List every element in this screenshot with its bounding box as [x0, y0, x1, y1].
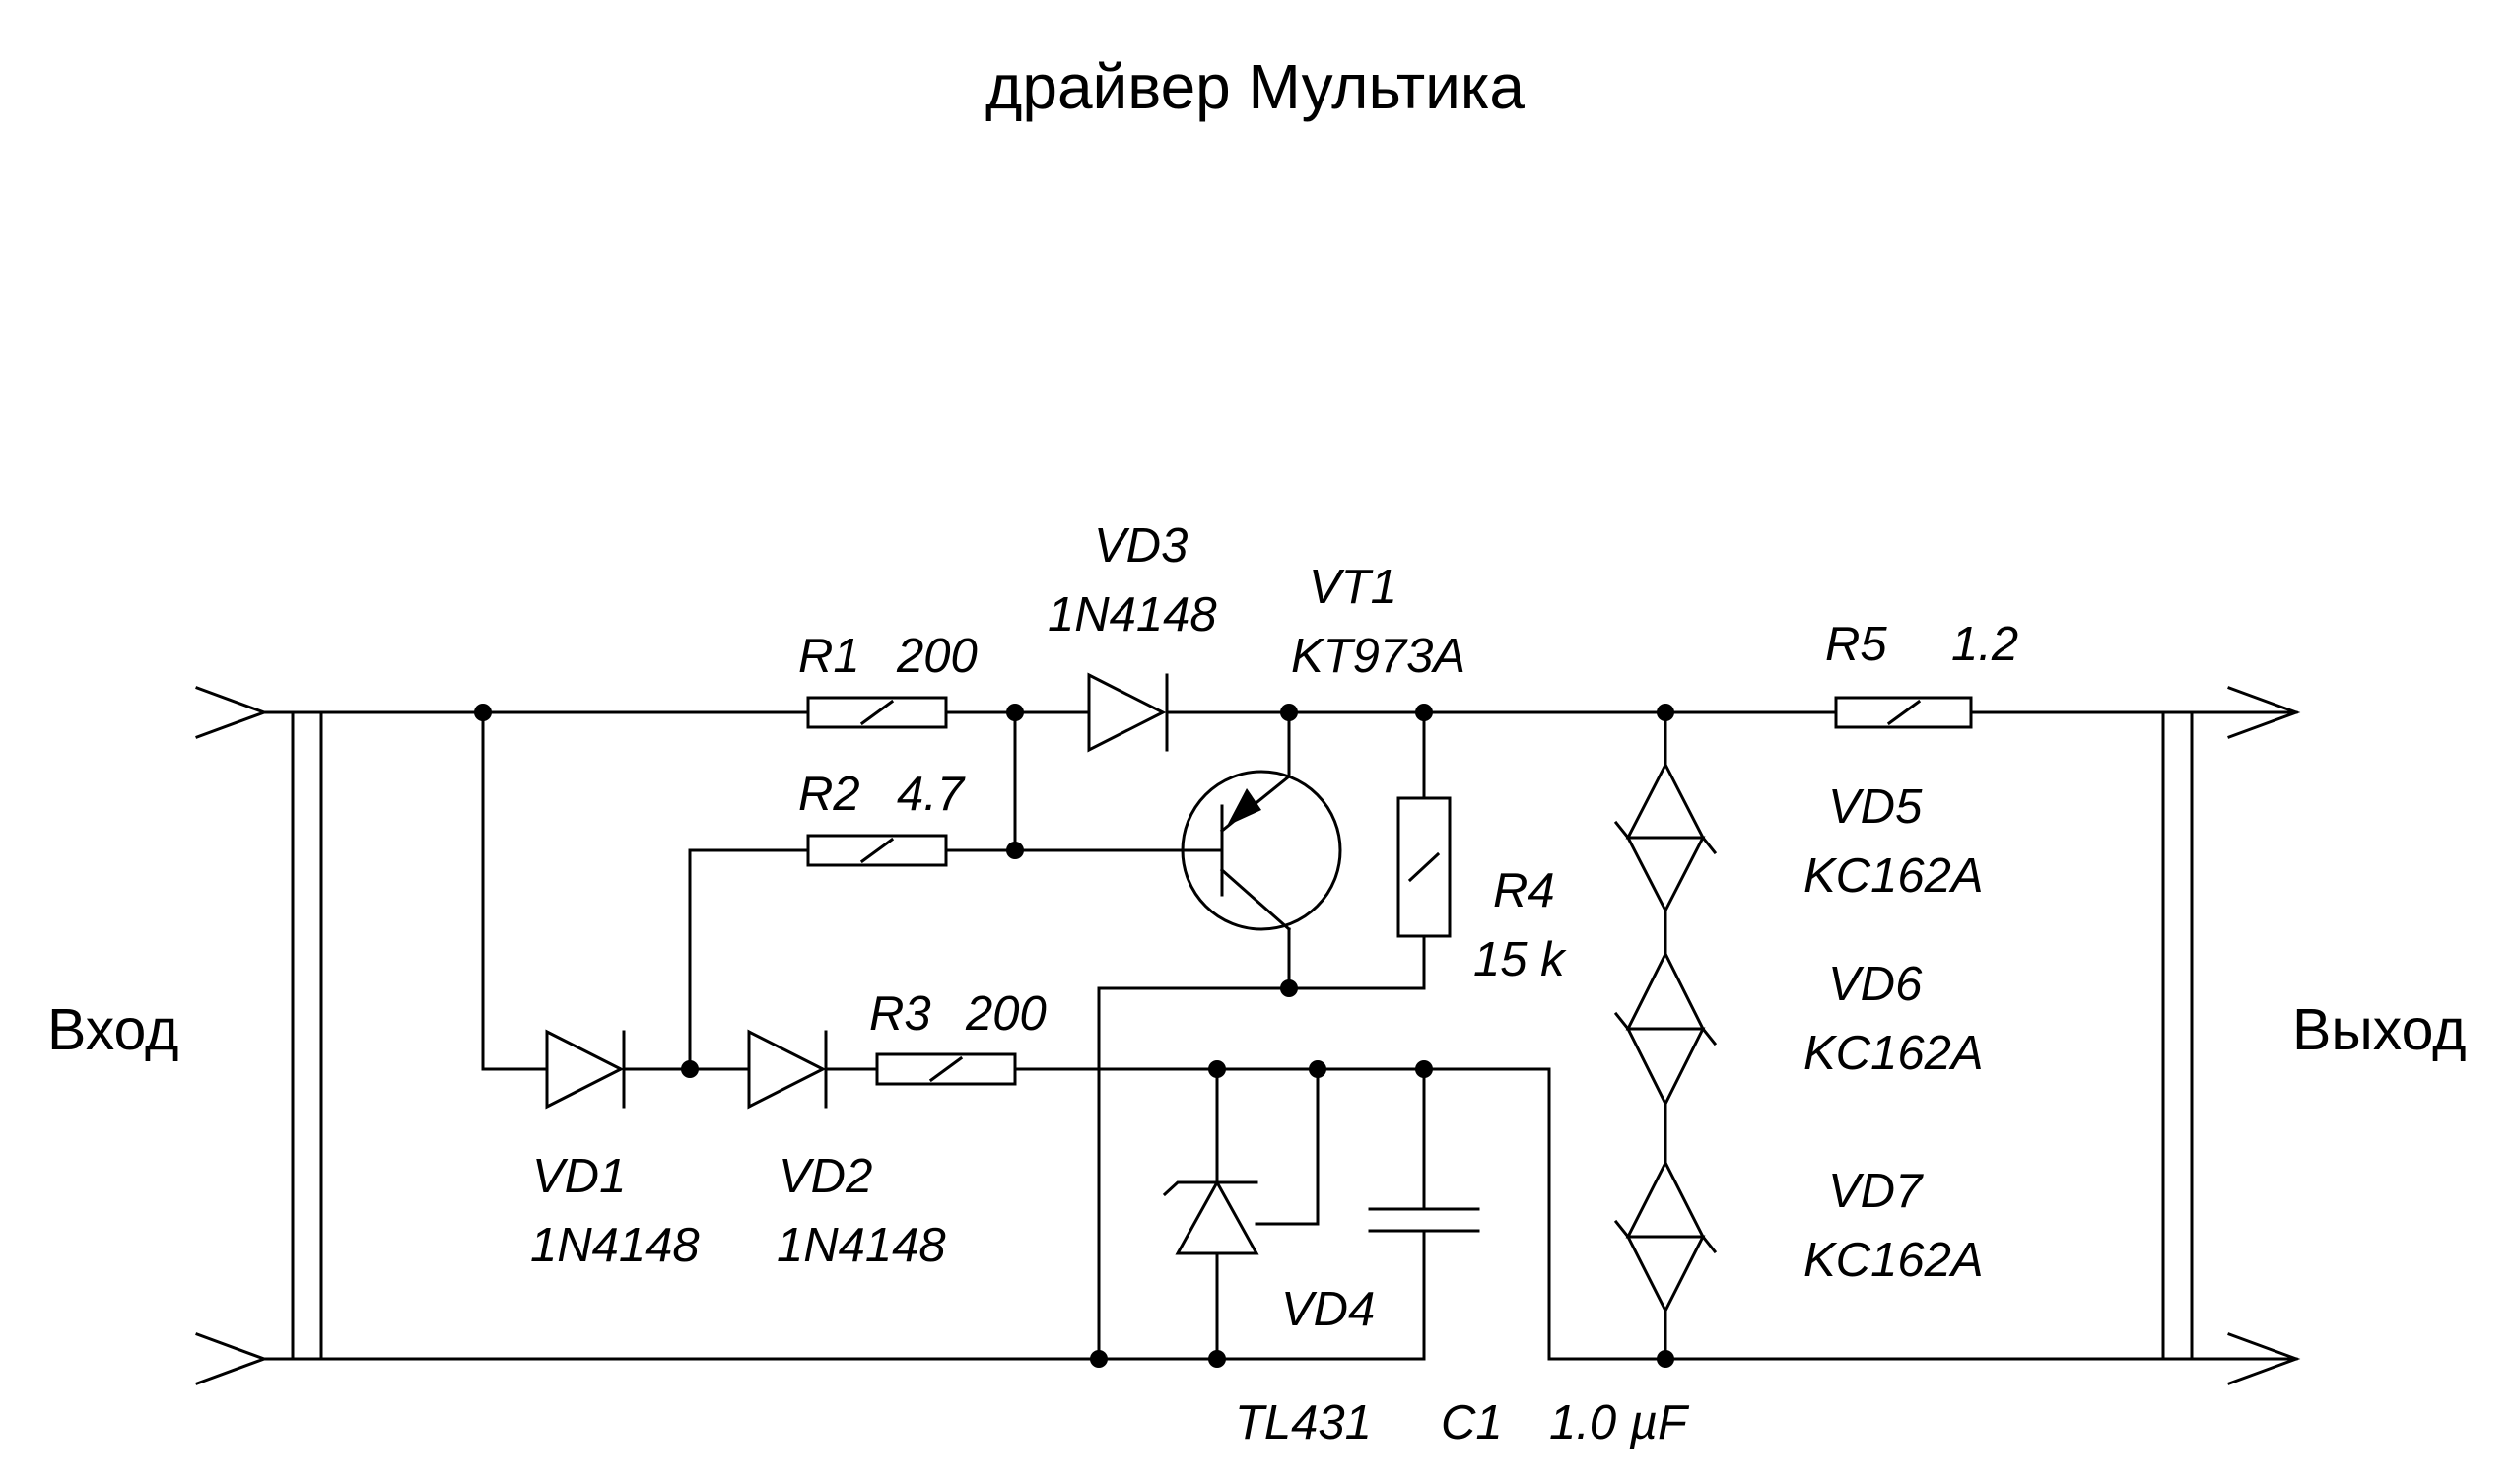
vd6-value: KC162A [1803, 1027, 1984, 1080]
vd2-value: 1N4148 [777, 1219, 946, 1272]
vd4-value: TL431 [1235, 1396, 1372, 1450]
r4-ref: R4 [1493, 864, 1555, 917]
r3-value: 200 [965, 987, 1047, 1041]
vd4-ref: VD4 [1281, 1283, 1375, 1336]
r1-ref: R1 [798, 630, 860, 683]
vd7-value: KC162A [1803, 1234, 1984, 1287]
vd1-ref: VD1 [532, 1150, 626, 1203]
vd1-value: 1N4148 [530, 1219, 700, 1272]
zener-vd5 [1613, 761, 1718, 914]
capacitor-c1 [1368, 1207, 1480, 1233]
diode-vd3 [1087, 672, 1169, 753]
vd2-ref: VD2 [779, 1150, 872, 1203]
vd3-value: 1N4148 [1048, 588, 1217, 641]
r5-ref: R5 [1825, 618, 1887, 671]
output-port-label: Выход [2292, 997, 2467, 1062]
input-connector [195, 686, 323, 1385]
vd6-ref: VD6 [1828, 958, 1923, 1011]
diode-vd2 [747, 1029, 828, 1110]
diode-vd1 [545, 1029, 626, 1110]
r5-value: 1.2 [1951, 618, 2018, 671]
transistor-vt1 [1181, 710, 1342, 932]
schematic-title: драйвер Мультика [985, 51, 1525, 122]
r4-value: 15 k [1473, 933, 1567, 986]
vd3-ref: VD3 [1094, 519, 1188, 573]
resistor-r4 [1396, 796, 1452, 938]
shunt-regulator-vd4 [1162, 1179, 1259, 1255]
junction-dots [474, 704, 1674, 1368]
resistor-r1 [806, 696, 948, 729]
vd5-ref: VD5 [1828, 780, 1923, 834]
resistor-r2 [806, 834, 948, 867]
zener-vd6 [1613, 950, 1718, 1108]
resistor-r5 [1834, 696, 1973, 729]
c1-value: 1.0 µF [1549, 1396, 1690, 1450]
vt1-value: KT973A [1291, 630, 1465, 683]
zener-vd7 [1613, 1159, 1718, 1315]
r1-value: 200 [896, 630, 978, 683]
r2-value: 4.7 [897, 768, 966, 821]
c1-ref: C1 [1441, 1396, 1503, 1450]
vd7-ref: VD7 [1828, 1165, 1924, 1218]
input-port-label: Вход [47, 997, 178, 1062]
vt1-ref: VT1 [1309, 561, 1397, 614]
vd5-value: KC162A [1803, 849, 1984, 903]
output-connector [2161, 686, 2301, 1385]
r2-ref: R2 [798, 768, 860, 821]
resistor-r3 [875, 1052, 1017, 1086]
r3-ref: R3 [869, 987, 931, 1041]
